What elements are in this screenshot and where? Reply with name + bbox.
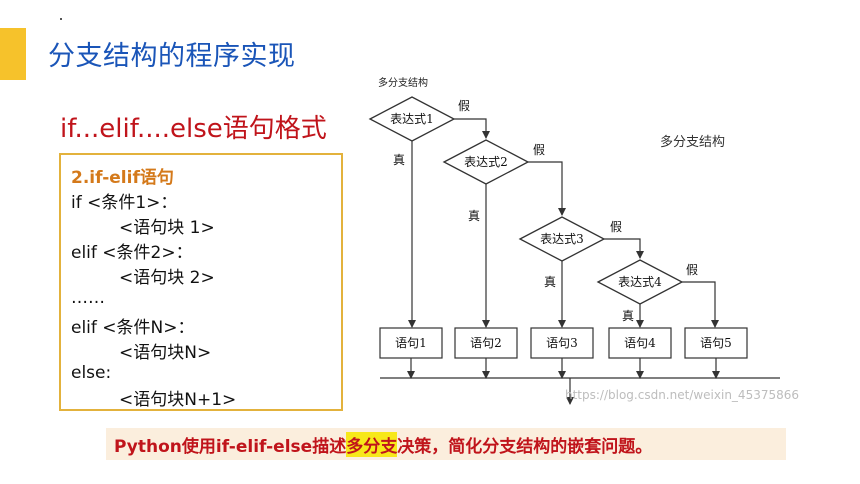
statement-box-2: 语句2 bbox=[454, 327, 518, 359]
page-title: 分支结构的程序实现 bbox=[48, 41, 296, 72]
true-label: 真 bbox=[544, 275, 556, 289]
condition-diamond-4: 表达式4 bbox=[596, 259, 684, 305]
statement-label: 语句2 bbox=[470, 336, 502, 350]
statement-box-3: 语句3 bbox=[530, 327, 594, 359]
statement-label: 语句4 bbox=[624, 336, 656, 350]
statement-label: 语句1 bbox=[395, 336, 427, 350]
true-label: 真 bbox=[468, 209, 480, 223]
code-line: elif <条件2>： bbox=[71, 243, 193, 263]
condition-diamond-3: 表达式3 bbox=[518, 216, 606, 262]
section-heading: if...elif....else语句格式 bbox=[60, 114, 327, 144]
code-line: …… bbox=[71, 288, 105, 308]
condition-diamond-2: 表达式2 bbox=[442, 139, 530, 185]
true-label: 真 bbox=[622, 309, 634, 323]
statement-label: 语句3 bbox=[546, 336, 578, 350]
condition-label: 表达式3 bbox=[540, 232, 584, 246]
condition-label: 表达式1 bbox=[390, 112, 434, 126]
condition-label: 表达式4 bbox=[618, 275, 662, 289]
statement-box-1: 语句1 bbox=[379, 327, 443, 359]
flow-caption-top: 多分支结构 bbox=[378, 76, 428, 89]
note-highlight: 多分支 bbox=[346, 431, 398, 457]
note-text-before: Python使用if-elif-else描述 bbox=[114, 436, 347, 457]
statement-box-5: 语句5 bbox=[684, 327, 748, 359]
false-label: 假 bbox=[610, 220, 622, 234]
true-label: 真 bbox=[393, 153, 405, 167]
false-label: 假 bbox=[458, 99, 470, 113]
decorative-dot bbox=[60, 18, 62, 20]
flowchart: 多分支结构 多分支结构 表达式1 表达式2 表达式3 表达式4 假 假 假 假 … bbox=[368, 76, 799, 405]
false-label: 假 bbox=[533, 143, 545, 157]
code-line: <语句块N> bbox=[119, 343, 212, 363]
watermark-text: https://blog.csdn.net/weixin_45375866 bbox=[565, 388, 799, 402]
code-line: <语句块N+1> bbox=[119, 390, 237, 410]
statement-box-4: 语句4 bbox=[608, 327, 672, 359]
code-line: if <条件1>： bbox=[71, 193, 178, 213]
statement-label: 语句5 bbox=[700, 336, 732, 350]
code-line: elif <条件N>： bbox=[71, 318, 195, 338]
false-label: 假 bbox=[686, 263, 698, 277]
condition-diamond-1: 表达式1 bbox=[368, 96, 456, 142]
accent-bar bbox=[0, 28, 26, 80]
flow-caption-side: 多分支结构 bbox=[660, 134, 725, 150]
code-heading: 2.if-elif语句 bbox=[71, 168, 174, 188]
code-box: 2.if-elif语句 if <条件1>： <语句块 1> elif <条件2>… bbox=[59, 153, 343, 411]
code-line: <语句块 1> bbox=[119, 218, 215, 238]
code-line: else: bbox=[71, 363, 112, 383]
summary-note: Python使用if-elif-else描述多分支决策，简化分支结构的嵌套问题。 bbox=[106, 428, 786, 460]
code-line: <语句块 2> bbox=[119, 268, 215, 288]
condition-label: 表达式2 bbox=[464, 155, 508, 169]
note-text-after: 决策，简化分支结构的嵌套问题。 bbox=[397, 436, 653, 457]
